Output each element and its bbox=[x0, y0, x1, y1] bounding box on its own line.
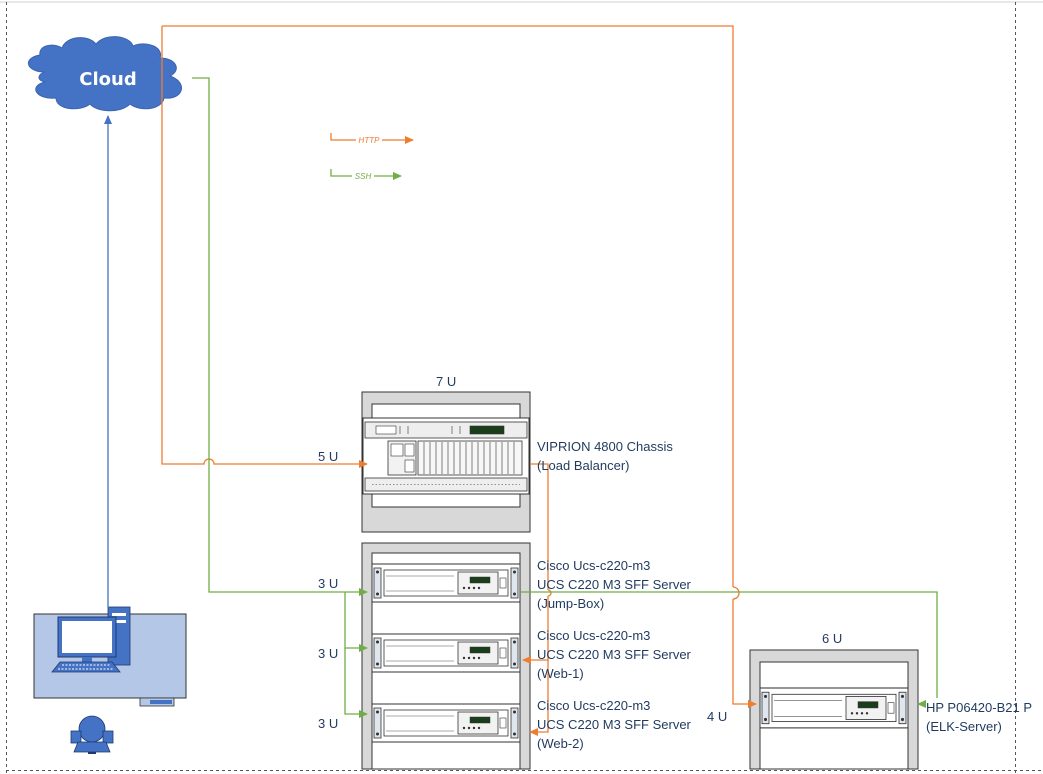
web-2-role: (Web-2) bbox=[537, 736, 584, 751]
load-balancer-device bbox=[362, 417, 530, 495]
http-connectors bbox=[161, 25, 756, 736]
web-1-model: UCS C220 M3 SFF Server bbox=[537, 647, 691, 662]
web-1-name: Cisco Ucs-c220-m3 bbox=[537, 628, 651, 643]
elk-server-device bbox=[759, 687, 909, 729]
elk-rack-units-label: 6 U bbox=[822, 631, 843, 646]
jump-box-model: UCS C220 M3 SFF Server bbox=[537, 577, 691, 592]
main-rack-units-label: 7 U bbox=[436, 374, 457, 389]
load-balancer-role: (Load Balancer) bbox=[537, 458, 630, 473]
elk-server-name: HP P06420-B21 P bbox=[926, 700, 1032, 715]
elk-server-units: 4 U bbox=[707, 709, 728, 724]
web-2-units: 3 U bbox=[318, 716, 339, 731]
legend-ssh-arrow bbox=[330, 169, 402, 180]
ssh-connectors bbox=[192, 77, 938, 718]
legend-ssh-label: SSH bbox=[355, 172, 372, 181]
load-balancer-units: 5 U bbox=[318, 449, 339, 464]
web-1-units: 3 U bbox=[318, 646, 339, 661]
elk-rack bbox=[749, 649, 919, 770]
cloud-label: Cloud bbox=[79, 69, 136, 90]
elk-server-label: HP P06420-B21 P (ELK-Server) bbox=[926, 698, 1032, 736]
jump-box-name: Cisco Ucs-c220-m3 bbox=[537, 558, 651, 573]
cloud-icon: Cloud bbox=[28, 36, 182, 112]
web-1-role: (Web-1) bbox=[537, 666, 584, 681]
jump-box-label: Cisco Ucs-c220-m3 UCS C220 M3 SFF Server… bbox=[537, 556, 691, 613]
legend-http-label: HTTP bbox=[359, 136, 381, 145]
legend-http-arrow bbox=[330, 133, 414, 144]
web-2-name: Cisco Ucs-c220-m3 bbox=[537, 698, 651, 713]
elk-server-role: (ELK-Server) bbox=[926, 719, 1002, 734]
web-2-label: Cisco Ucs-c220-m3 UCS C220 M3 SFF Server… bbox=[537, 696, 691, 753]
desktop-computer-icon bbox=[33, 606, 187, 707]
load-balancer-label: VIPRION 4800 Chassis (Load Balancer) bbox=[537, 437, 673, 475]
server-web-2 bbox=[371, 703, 521, 743]
jump-box-units: 3 U bbox=[318, 576, 339, 591]
jump-box-role: (Jump-Box) bbox=[537, 596, 605, 611]
user-icon bbox=[70, 715, 114, 754]
load-balancer-name: VIPRION 4800 Chassis bbox=[537, 439, 673, 454]
web-2-model: UCS C220 M3 SFF Server bbox=[537, 717, 691, 732]
server-jump-box bbox=[371, 563, 521, 603]
server-web-1 bbox=[371, 633, 521, 673]
web-1-label: Cisco Ucs-c220-m3 UCS C220 M3 SFF Server… bbox=[537, 626, 691, 683]
legend: HTTP SSH bbox=[330, 133, 414, 181]
